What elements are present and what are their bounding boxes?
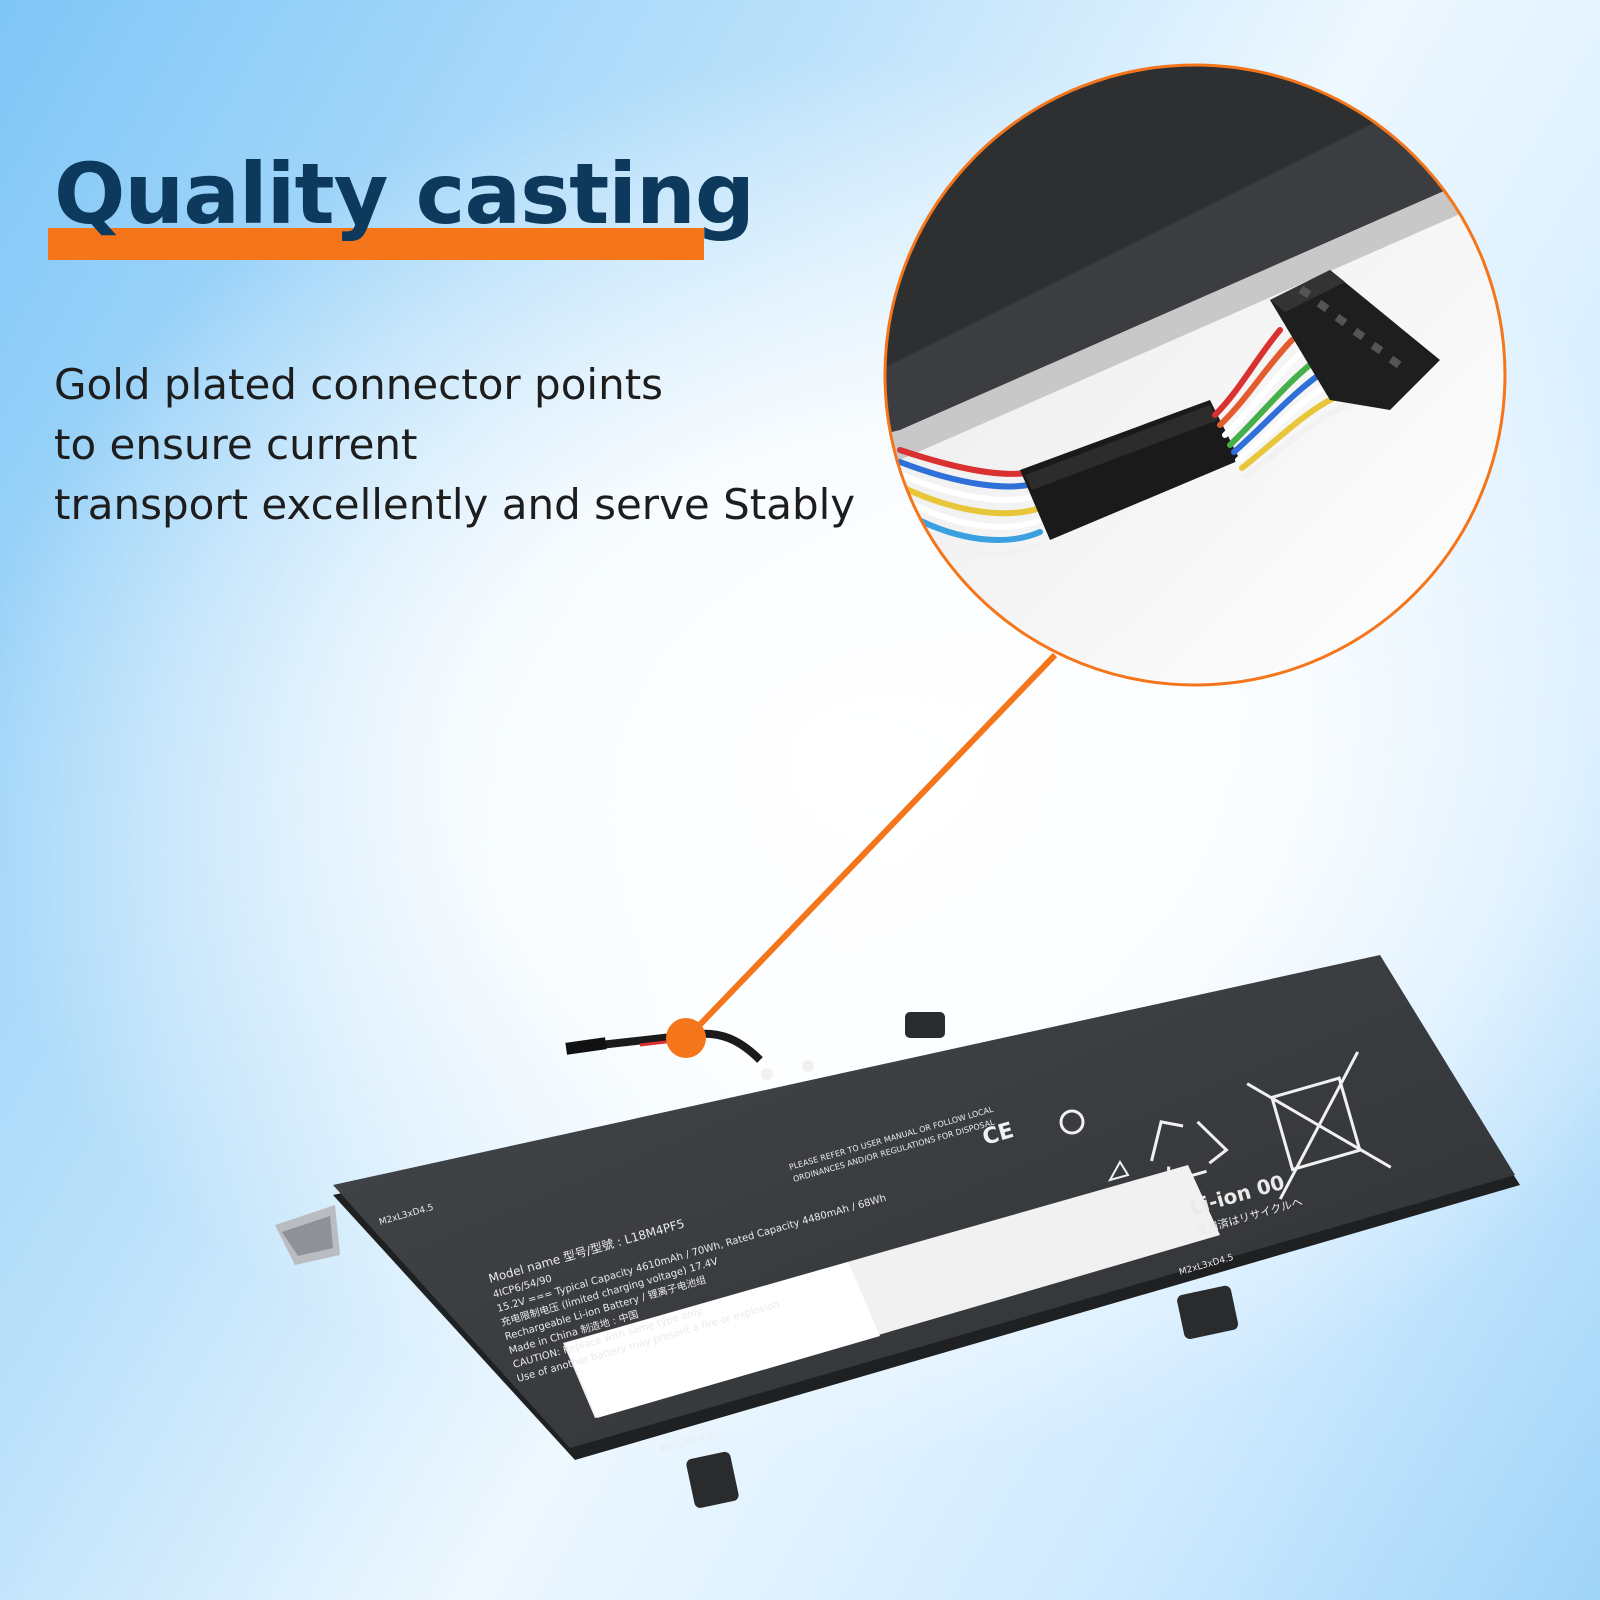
feature-description: Gold plated connector points to ensure c… xyxy=(54,355,855,535)
headline-underline xyxy=(48,228,704,260)
callout-line xyxy=(687,652,1058,1038)
callout-dot xyxy=(666,1018,706,1058)
screw-label-bottom: M2xL3xD4.5 xyxy=(658,1430,715,1455)
description-line-2: to ensure current xyxy=(54,420,418,469)
description-line-1: Gold plated connector points xyxy=(54,360,664,409)
page-title: Quality casting xyxy=(54,145,755,243)
description-line-3: transport excellently and serve Stably xyxy=(54,480,856,529)
headline-block: Quality casting xyxy=(48,145,755,260)
connector-zoom-circle xyxy=(883,63,1507,687)
battery-pack: CE xyxy=(275,955,1520,1508)
